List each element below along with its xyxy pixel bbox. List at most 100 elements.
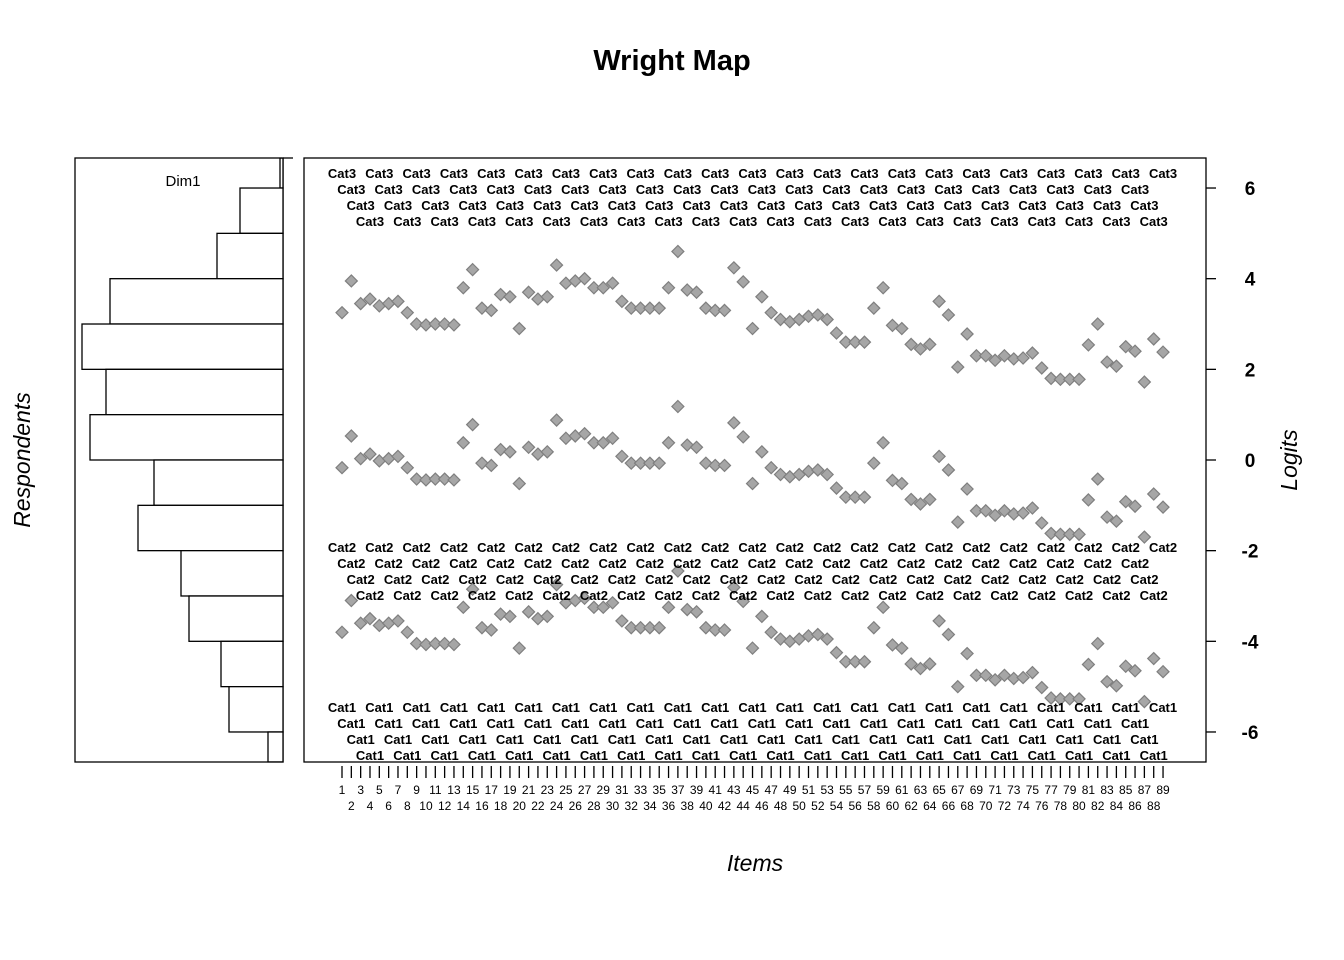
cat2-point: [689, 440, 704, 455]
cat3-point: [1090, 317, 1105, 331]
item-label: 11: [429, 783, 442, 797]
cat2-point: [549, 413, 564, 427]
cat1-point: [960, 646, 974, 661]
cat2-point: [493, 442, 508, 457]
cat1-point: [447, 637, 461, 652]
cat2-point: [755, 444, 769, 459]
item-label: 60: [886, 799, 900, 813]
item-label: 42: [718, 799, 732, 813]
item-label: 79: [1063, 783, 1077, 797]
cat3-label: Cat3: [356, 214, 384, 229]
cat3-label: Cat3: [365, 166, 393, 181]
cat3-label: Cat3: [1149, 166, 1177, 181]
cat1-point: [512, 641, 527, 655]
cat1-label: Cat1: [785, 716, 813, 731]
cat2-label: Cat2: [962, 540, 990, 555]
histogram-bar: [228, 686, 284, 733]
cat1-point: [484, 623, 499, 637]
cat3-label: Cat3: [841, 214, 869, 229]
cat2-label: Cat2: [347, 572, 375, 587]
item-label: 38: [681, 799, 695, 813]
cat1-point: [699, 620, 713, 635]
cat2-point: [866, 456, 881, 471]
cat3-point: [1044, 371, 1058, 386]
cat1-label: Cat1: [365, 700, 393, 715]
cat1-point: [615, 614, 629, 628]
cat2-point: [997, 503, 1012, 518]
cat1-label: Cat1: [766, 748, 794, 763]
cat2-label: Cat2: [757, 572, 785, 587]
cat2-label: Cat2: [673, 556, 701, 571]
cat3-label: Cat3: [888, 166, 916, 181]
cat1-point: [689, 605, 704, 619]
item-label: 67: [951, 783, 965, 797]
cat3-point: [978, 348, 993, 363]
cat2-label: Cat2: [1074, 540, 1102, 555]
cat1-point: [1072, 692, 1086, 706]
histogram-bar: [220, 640, 284, 688]
cat1-label: Cat1: [953, 748, 981, 763]
cat3-label: Cat3: [1009, 182, 1037, 197]
cat2-label: Cat2: [981, 572, 1009, 587]
cat1-label: Cat1: [533, 732, 561, 747]
item-label: 56: [848, 799, 862, 813]
cat2-label: Cat2: [729, 588, 757, 603]
cat3-label: Cat3: [1084, 182, 1112, 197]
cat3-point: [493, 287, 508, 302]
cat3-point: [652, 301, 667, 315]
cat1-point: [913, 661, 928, 676]
cat3-point: [391, 294, 405, 309]
cat2-label: Cat2: [1065, 588, 1093, 603]
cat3-label: Cat3: [981, 198, 1009, 213]
cat2-label: Cat2: [1056, 572, 1084, 587]
cat1-point: [428, 636, 443, 651]
cat2-point: [1118, 494, 1133, 509]
cat2-label: Cat2: [850, 540, 878, 555]
cat3-point: [1016, 351, 1030, 365]
cat1-label: Cat1: [925, 700, 953, 715]
cat3-point: [605, 276, 620, 291]
cat2-point: [577, 426, 592, 441]
cat3-point: [988, 353, 1002, 368]
cat3-label: Cat3: [1102, 214, 1130, 229]
cat3-point: [540, 289, 555, 304]
cat3-point: [428, 317, 443, 331]
cat2-label: Cat2: [972, 556, 1000, 571]
cat3-label: Cat3: [897, 182, 925, 197]
cat3-label: Cat3: [552, 166, 580, 181]
cat3-point: [372, 299, 387, 313]
item-label: 80: [1072, 799, 1086, 813]
item-label: 69: [970, 783, 984, 797]
cat1-label: Cat1: [496, 732, 524, 747]
cat3-point: [810, 308, 825, 322]
cat2-label: Cat2: [1093, 572, 1121, 587]
cat2-point: [1156, 500, 1170, 514]
cat1-point: [736, 594, 751, 609]
cat1-label: Cat1: [626, 700, 654, 715]
cat1-label: Cat1: [1046, 716, 1074, 731]
cat3-point: [848, 335, 862, 349]
cat1-point: [829, 645, 844, 660]
histogram-bar: [180, 550, 284, 597]
cat3-label: Cat3: [822, 182, 850, 197]
cat2-label: Cat2: [1028, 588, 1056, 603]
item-label: 40: [699, 799, 713, 813]
cat3-point: [456, 280, 471, 295]
cat1-label: Cat1: [515, 700, 543, 715]
item-label: 88: [1147, 799, 1161, 813]
cat3-point: [381, 296, 396, 311]
cat1-label: Cat1: [561, 716, 589, 731]
cat3-label: Cat3: [860, 182, 888, 197]
cat2-point: [932, 449, 946, 464]
cat2-label: Cat2: [1121, 556, 1149, 571]
cat3-label: Cat3: [710, 182, 738, 197]
item-label: 20: [513, 799, 527, 813]
cat2-label: Cat2: [990, 588, 1018, 603]
item-label: 48: [774, 799, 788, 813]
cat2-point: [1044, 526, 1058, 541]
cat2-point: [708, 458, 723, 473]
cat2-label: Cat2: [356, 588, 384, 603]
cat1-point: [857, 654, 872, 669]
cat1-point: [652, 620, 667, 635]
cat1-point: [643, 620, 657, 635]
